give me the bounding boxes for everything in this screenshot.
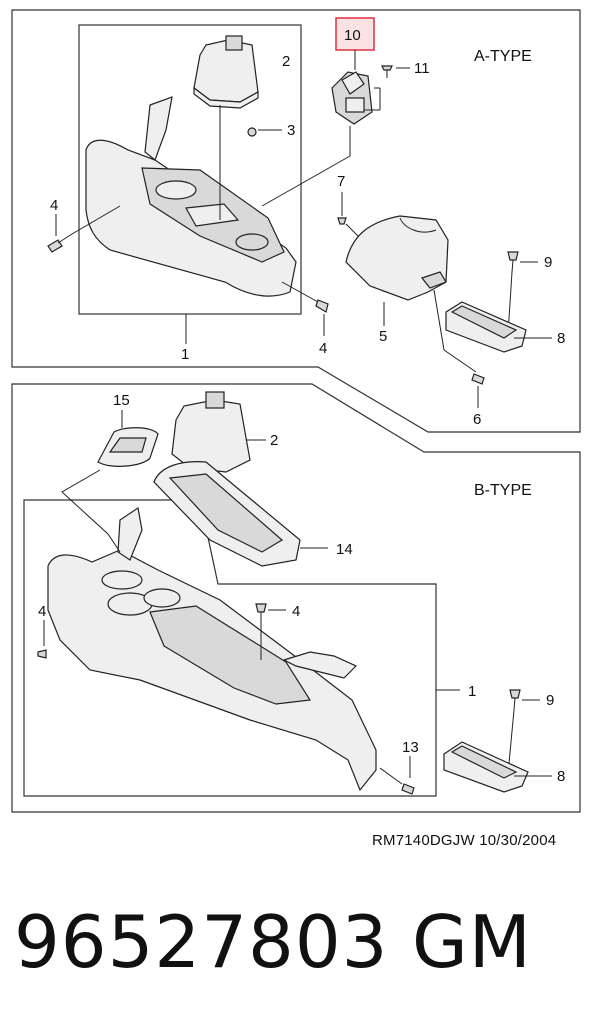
b-tray <box>443 741 529 793</box>
b-screw-9 <box>509 689 521 711</box>
a-callout-3: 3 <box>287 122 295 139</box>
b-callout-8: 8 <box>557 768 565 785</box>
b-shift-boot <box>171 391 251 473</box>
b-screw-13 <box>401 783 415 795</box>
a-callout-7: 7 <box>337 173 345 190</box>
a-callout-10: 10 <box>344 27 361 44</box>
b-callout-15: 15 <box>113 392 130 409</box>
b-screw-4-left <box>37 649 47 659</box>
a-type-inner-frame <box>78 24 302 315</box>
b-screw-4-mid <box>255 603 267 624</box>
b-callout-4-mid: 4 <box>292 603 300 620</box>
a-callout-9: 9 <box>544 254 552 271</box>
b-callout-9: 9 <box>546 692 554 709</box>
b-type-label: B-TYPE <box>474 482 532 499</box>
a-screw-6 <box>471 373 485 385</box>
b-callout-14: 14 <box>336 541 353 558</box>
a-switch <box>331 71 373 125</box>
a-callout-8: 8 <box>557 330 565 347</box>
a-screw-4-left <box>47 233 73 253</box>
a-tray <box>445 301 527 353</box>
a-callout-2: 2 <box>282 53 290 70</box>
a-callout-4-bottom: 4 <box>319 340 327 357</box>
a-callout-6: 6 <box>473 411 481 428</box>
a-shift-boot <box>193 35 259 109</box>
a-screw-11 <box>381 65 393 78</box>
a-type-frame <box>11 9 581 433</box>
b-callout-1: 1 <box>468 683 476 700</box>
a-type-label: A-TYPE <box>474 48 532 65</box>
b-console-body <box>47 506 377 792</box>
b-callout-4-left: 4 <box>38 603 46 620</box>
a-callout-4-left: 4 <box>50 197 58 214</box>
b-type-frame <box>11 383 581 813</box>
a-screw-3 <box>247 127 257 137</box>
part-number: 96527803 <box>14 900 389 984</box>
brand-name: GM <box>412 900 532 984</box>
b-ring-15 <box>97 427 159 467</box>
a-highlight-box <box>335 17 375 51</box>
drawing-reference: RM7140DGJW 10/30/2004 <box>372 832 557 849</box>
a-screw-9 <box>507 251 519 273</box>
b-callout-2: 2 <box>270 432 278 449</box>
a-callout-11: 11 <box>414 60 430 77</box>
b-trim-14 <box>153 461 301 567</box>
a-callout-1: 1 <box>181 346 189 363</box>
b-callout-13: 13 <box>402 739 419 756</box>
b-bracket <box>282 651 358 679</box>
a-screw-7 <box>337 217 347 225</box>
a-console-body <box>85 96 297 297</box>
a-callout-5: 5 <box>379 328 387 345</box>
a-screw-4-bottom <box>315 299 329 313</box>
a-cover <box>345 215 449 301</box>
